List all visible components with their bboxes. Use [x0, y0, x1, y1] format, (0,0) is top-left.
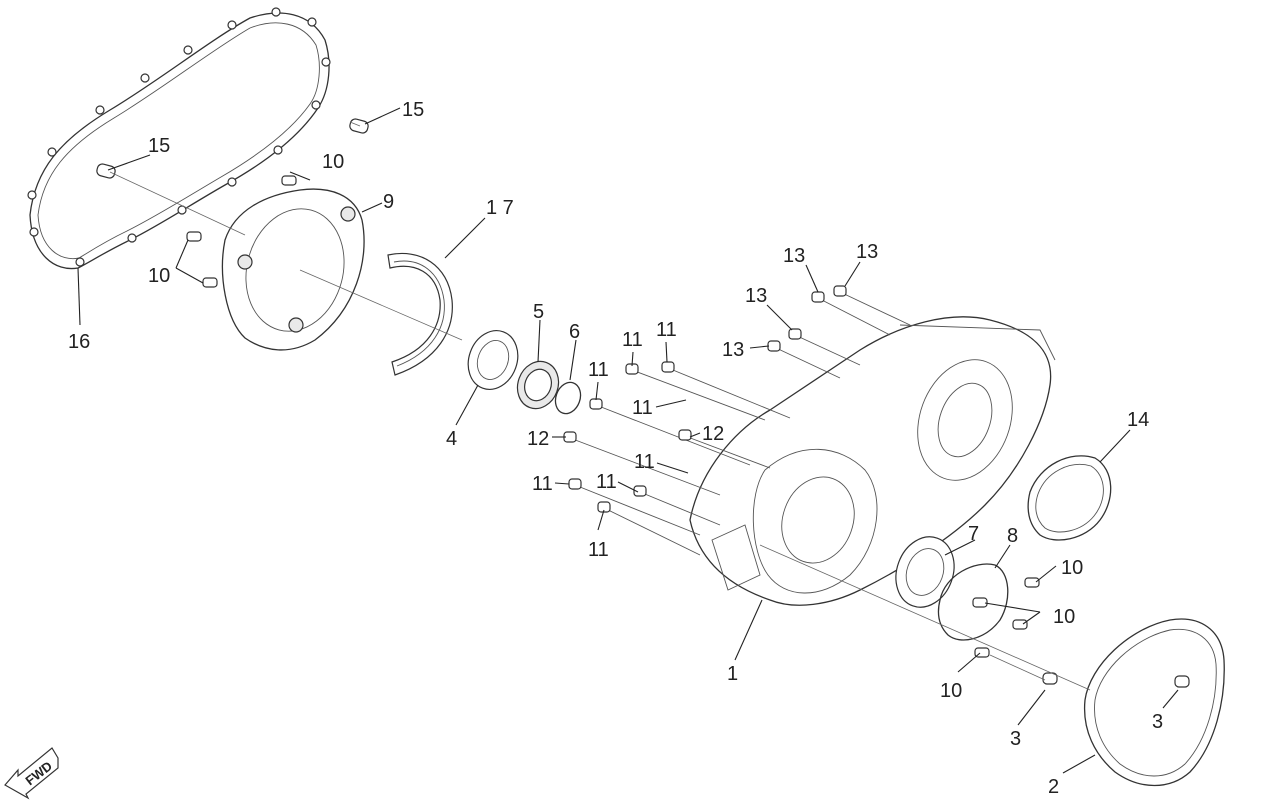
callout-16: 16 — [68, 331, 90, 353]
callout-11: 11 — [632, 397, 653, 419]
callout-13: 13 — [783, 245, 805, 267]
callout-13: 13 — [722, 339, 744, 361]
leader-lines — [77, 107, 1179, 774]
callout-7: 7 — [968, 523, 979, 545]
part-2-cover-gasket — [1083, 618, 1225, 787]
bolts-11-12-13 — [563, 285, 911, 556]
callout-10: 10 — [148, 265, 170, 287]
part-5-bearing — [516, 360, 560, 410]
callout-1: 1 — [727, 663, 738, 685]
callout-2: 2 — [1048, 776, 1059, 798]
callout-11: 11 — [656, 319, 677, 341]
part-4-seal — [467, 330, 519, 390]
part-14-gasket — [1027, 455, 1112, 541]
callout-11: 11 — [532, 473, 553, 495]
callout-11: 11 — [634, 451, 655, 473]
part-6-o-ring — [554, 381, 582, 415]
callout-10: 10 — [322, 151, 344, 173]
part-9-plate — [221, 188, 365, 351]
callout-4: 4 — [446, 428, 457, 450]
assembly-axis-lines — [109, 121, 1091, 691]
callout-10: 10 — [1053, 606, 1075, 628]
callout-15: 15 — [148, 135, 170, 157]
part-17-band — [387, 252, 453, 376]
callout-3: 3 — [1010, 728, 1021, 750]
fwd-arrow-icon: FWD — [4, 747, 59, 800]
callout-6: 6 — [569, 321, 580, 343]
callout-10: 10 — [940, 680, 962, 702]
callout-12: 12 — [527, 428, 549, 450]
part-16-gasket — [27, 7, 331, 270]
callout-5: 5 — [533, 301, 544, 323]
callout-11: 11 — [622, 329, 643, 351]
callout-10: 10 — [1061, 557, 1083, 579]
part-8-plate — [937, 563, 1009, 641]
callout-9: 9 — [383, 191, 394, 213]
callout-3: 3 — [1152, 711, 1163, 733]
callout-13: 13 — [745, 285, 767, 307]
callout-13: 13 — [856, 241, 878, 263]
callout-11: 11 — [588, 359, 609, 381]
callout-11: 11 — [588, 539, 609, 561]
part-1-housing — [689, 316, 1056, 606]
callout-14: 14 — [1127, 409, 1149, 431]
part-10-screws-top — [186, 175, 297, 288]
callout-8: 8 — [1007, 525, 1018, 547]
callout-labels: 1 2 3 3 4 5 6 7 8 9 10 10 10 10 10 11 11… — [68, 99, 1163, 798]
part-10-screws-bottom — [972, 577, 1040, 658]
callout-12: 12 — [702, 423, 724, 445]
callout-11: 11 — [596, 471, 617, 493]
part-3-dowels — [1042, 672, 1190, 688]
part-7-seal — [895, 536, 955, 608]
callout-17: 1 7 — [486, 197, 514, 219]
callout-15: 15 — [402, 99, 424, 121]
